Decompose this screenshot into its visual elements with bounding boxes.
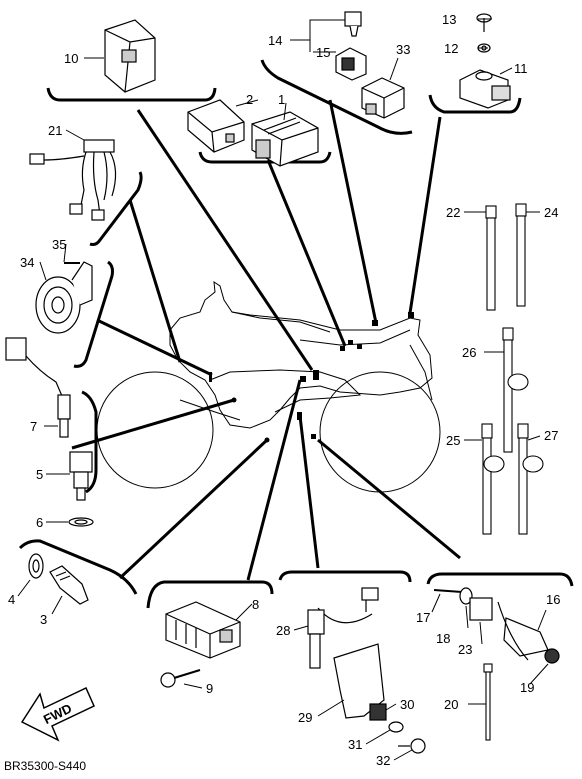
callout-17: 17	[416, 610, 430, 625]
bracket-3-4	[18, 539, 138, 595]
callout-18: 18	[436, 631, 450, 646]
part-1-ecu	[251, 111, 319, 167]
callout-12: 12	[444, 41, 458, 56]
callout-29: 29	[298, 710, 312, 725]
callout-10: 10	[64, 51, 78, 66]
callout-22: 22	[446, 205, 460, 220]
part-7-sensor	[5, 337, 71, 438]
bracket-arcs	[18, 59, 574, 609]
callout-19: 19	[520, 680, 534, 695]
bracket-34	[73, 260, 114, 368]
callout-9: 9	[206, 681, 213, 696]
part-16-23-sensor	[433, 587, 560, 664]
front-wheel	[319, 371, 441, 493]
callout-2: 2	[246, 92, 253, 107]
callout-31: 31	[348, 737, 362, 752]
fork-outline	[409, 344, 433, 401]
callout-28: 28	[276, 623, 290, 638]
bracket-28-32	[278, 570, 412, 583]
leader-lines	[71, 99, 461, 581]
callout-11: 11	[514, 61, 528, 76]
callout-30: 30	[400, 697, 414, 712]
part-8-9-regulator	[160, 601, 241, 688]
callout-16: 16	[546, 592, 560, 607]
bracket-21	[89, 171, 143, 246]
callout-35: 35	[52, 237, 66, 252]
diagram-code: BR35300-S440	[4, 759, 86, 773]
motorcycle-outline	[96, 280, 441, 493]
callout-7: 7	[30, 419, 37, 434]
bracket-8-9	[146, 580, 274, 609]
part-11-13-sensor	[459, 13, 511, 109]
callout-5: 5	[36, 467, 43, 482]
callout-23: 23	[458, 642, 472, 657]
callout-20: 20	[444, 697, 458, 712]
fwd-arrow	[20, 686, 95, 742]
part-21-harness	[29, 139, 117, 221]
frame-outline	[209, 369, 362, 413]
tank-outline	[299, 329, 411, 346]
callout-33: 33	[396, 42, 410, 57]
callout-1: 1	[278, 92, 285, 107]
callout-3: 3	[40, 612, 47, 627]
callout-4: 4	[8, 592, 15, 607]
callout-32: 32	[376, 753, 390, 768]
callout-13: 13	[442, 12, 456, 27]
cable-ties	[481, 203, 544, 741]
callout-8: 8	[252, 597, 259, 612]
part-14-15-relay-bracket	[335, 11, 367, 81]
part-2-ecu	[187, 99, 245, 153]
part-5-6-sensor	[68, 451, 94, 527]
bracket-14-33	[260, 59, 413, 135]
callout-25: 25	[446, 433, 460, 448]
exhaust-outline	[179, 399, 241, 421]
callout-15: 15	[316, 45, 330, 60]
callout-6: 6	[36, 515, 43, 530]
callout-24: 24	[544, 205, 558, 220]
part-3-4-plug	[28, 553, 89, 605]
callout-34: 34	[20, 255, 34, 270]
callout-27: 27	[544, 428, 558, 443]
part-34-horn	[35, 261, 93, 334]
part-33-relay	[361, 77, 405, 119]
callout-leaders	[17, 18, 549, 761]
callout-21: 21	[48, 123, 62, 138]
bracket-11-13	[428, 94, 522, 114]
bracket-5-7	[81, 390, 98, 494]
bike-connector-markers	[209, 312, 414, 443]
bracket-10	[46, 87, 217, 102]
callout-26: 26	[462, 345, 476, 360]
callout-14: 14	[268, 33, 282, 48]
callout-numbers: 1 2 3 4 5 6 7 8 9 10 11 12 13 14 15 16 1…	[8, 12, 560, 768]
part-28-32-sensor-bracket	[307, 587, 426, 754]
fairing-outline	[169, 280, 433, 429]
rear-wheel	[96, 371, 214, 489]
bracket-16-23	[426, 572, 574, 587]
bracket-1-2	[198, 151, 332, 164]
part-10-ecu-cover	[104, 19, 156, 93]
